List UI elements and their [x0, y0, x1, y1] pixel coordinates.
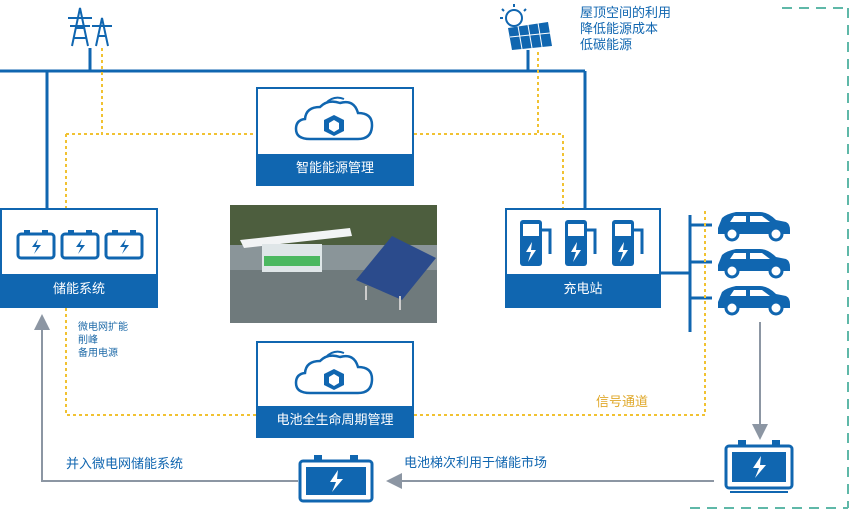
rooftop-line-2: 降低能源成本 — [580, 22, 659, 37]
microgrid-battery-icon — [298, 455, 374, 503]
dashed-boundary — [690, 7, 849, 509]
charging-station-label: 充电站 — [507, 274, 659, 306]
rooftop-note: 屋顶空间的利用 降低能源成本 低碳能源 — [580, 6, 671, 54]
storage-note-2: 削峰 — [78, 335, 98, 346]
solar-panel-icon — [500, 4, 552, 58]
storage-note-1: 微电网扩能 — [78, 322, 128, 333]
signal-lines — [65, 48, 706, 416]
used-battery-icon — [724, 440, 794, 493]
power-tower-icon — [68, 7, 112, 47]
microgrid-merge-label: 并入微电网储能系统 — [66, 457, 184, 472]
energy-management-label: 智能能源管理 — [258, 154, 412, 184]
energy-management-box[interactable]: 智能能源管理 — [256, 87, 414, 186]
storage-system-label: 储能系统 — [2, 274, 156, 306]
cloud-hub-icon — [294, 96, 374, 141]
rooftop-line-3: 低碳能源 — [580, 38, 633, 53]
storage-note-3: 备用电源 — [78, 348, 118, 359]
rooftop-line-1: 屋顶空间的利用 — [580, 6, 672, 21]
storage-battery-icons — [16, 230, 144, 260]
car-icons — [718, 212, 790, 316]
cloud-hub-icon-2 — [294, 350, 374, 395]
battery-lifecycle-box[interactable]: 电池全生命周期管理 — [256, 341, 414, 438]
charging-station-box[interactable]: 充电站 — [505, 208, 661, 308]
gray-arrows — [34, 314, 768, 489]
signal-channel-label: 信号通道 — [596, 395, 649, 410]
battery-lifecycle-label: 电池全生命周期管理 — [258, 406, 412, 436]
storage-system-box[interactable]: 储能系统 — [0, 208, 158, 308]
charger-icons — [520, 220, 644, 266]
charging-station-photo — [230, 205, 437, 323]
storage-notes: 微电网扩能 削峰 备用电源 — [78, 321, 128, 360]
second-use-label: 电池梯次利用于储能市场 — [404, 456, 548, 471]
